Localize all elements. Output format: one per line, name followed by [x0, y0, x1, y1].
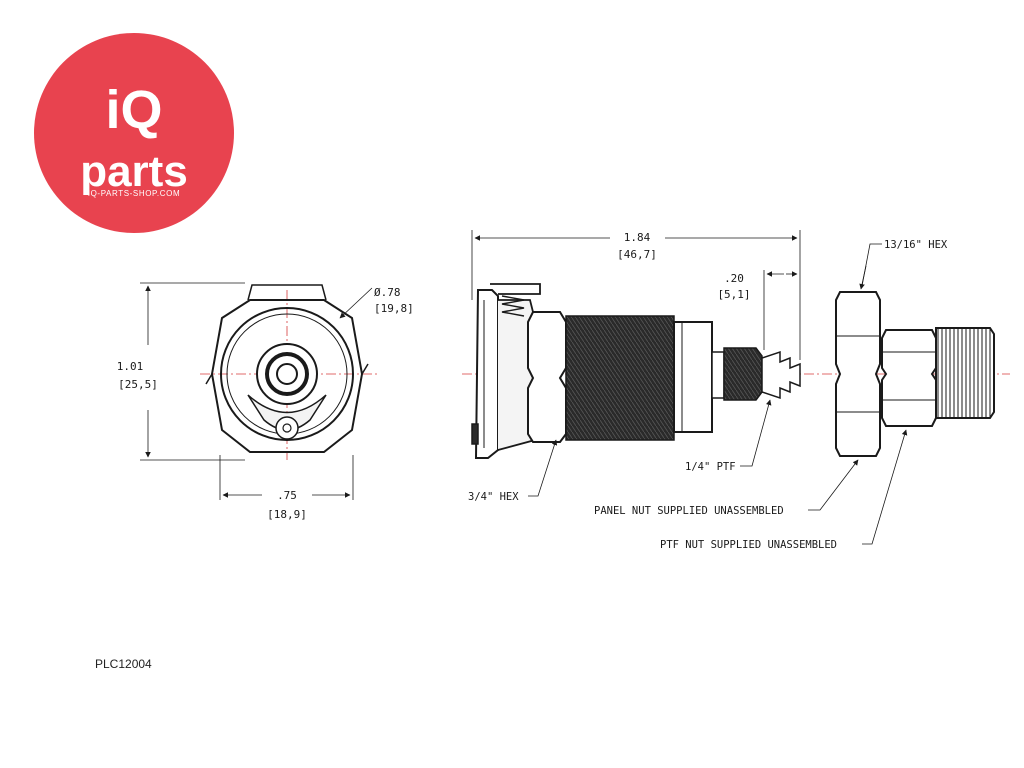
ptf-nut-knurl [935, 327, 995, 419]
ptf-nut-hex [881, 329, 937, 427]
part-number: PLC12004 [95, 657, 152, 671]
front-latch-pin [282, 423, 292, 433]
front-diameter-inch: Ø.78 [374, 286, 401, 299]
side-tip-inch: .20 [724, 272, 744, 285]
hex-nut-leader-arrow [859, 265, 867, 290]
side-length-mm: [46,7] [617, 248, 657, 261]
front-bore-mid [265, 352, 309, 396]
panel-nut [835, 291, 881, 457]
logo-website: IQ-PARTS-SHOP.COM [88, 189, 180, 198]
front-width-inch: .75 [277, 489, 297, 502]
side-face-tab [471, 423, 479, 445]
side-spring [501, 295, 525, 317]
side-ptf-leader [740, 399, 772, 467]
side-hex-label: 3/4" HEX [468, 491, 519, 503]
front-diameter-mm: [19,8] [374, 302, 414, 315]
front-height-inch: 1.01 [117, 360, 144, 373]
side-latch-bar [490, 283, 541, 295]
logo-brand-bottom: parts [80, 147, 188, 196]
front-diameter-leader [339, 287, 373, 319]
ptf-nut-leader [862, 429, 908, 545]
front-body-notch [205, 363, 369, 385]
side-hex-leader [528, 439, 558, 497]
side-threaded-body [565, 315, 675, 441]
side-shoulder [673, 321, 713, 433]
hex-nut-leader [861, 243, 882, 287]
front-height-mm: [25,5] [118, 378, 158, 391]
front-outer-ring [220, 307, 354, 441]
side-ptf-label: 1/4" PTF [685, 461, 736, 473]
front-latch-button [275, 416, 299, 440]
side-body-hex [527, 311, 567, 443]
ptf-nut-label: PTF NUT SUPPLIED UNASSEMBLED [660, 539, 837, 551]
logo-brand-top: iQ [105, 80, 162, 140]
side-neck [711, 351, 725, 399]
side-barb-tip [761, 350, 801, 400]
hex-nut-label: 13/16" HEX [884, 239, 948, 251]
front-bore-inner [276, 363, 298, 385]
front-view [140, 282, 380, 500]
side-ptf-thread [723, 347, 763, 401]
panel-nut-leader [808, 459, 859, 511]
front-hex-body [210, 299, 364, 453]
brand-logo: iQ parts IQ-PARTS-SHOP.COM [34, 33, 234, 233]
side-view [462, 230, 1010, 545]
logo-circle [34, 33, 234, 233]
side-coupling-face [474, 289, 499, 459]
panel-nut-label: PANEL NUT SUPPLIED UNASSEMBLED [594, 505, 784, 517]
front-width-mm: [18,9] [267, 508, 307, 521]
side-length-inch: 1.84 [624, 231, 651, 244]
front-latch-tab [247, 284, 327, 301]
side-tip-mm: [5,1] [717, 288, 750, 301]
